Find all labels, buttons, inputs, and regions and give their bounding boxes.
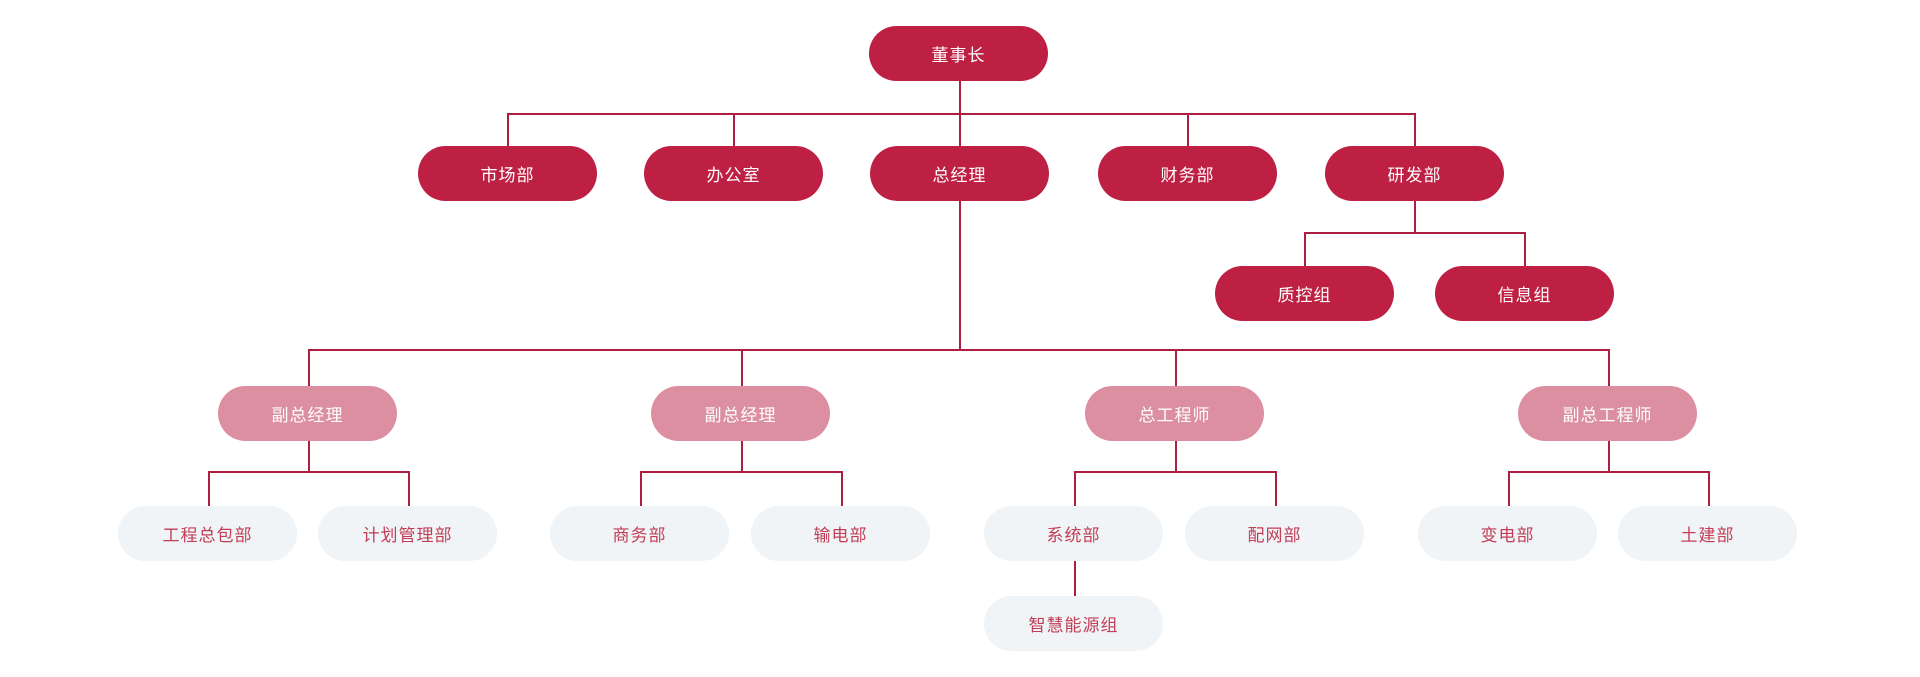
org-node-information-group[interactable]: 信息组: [1435, 266, 1614, 321]
connector-line: [1414, 113, 1416, 146]
org-node-chairman[interactable]: 董事长: [869, 26, 1048, 81]
connector-line: [308, 349, 1608, 351]
connector-line: [1304, 232, 1306, 266]
org-node-system-dept[interactable]: 系统部: [984, 506, 1163, 561]
connector-line: [1175, 349, 1177, 386]
connector-line: [1608, 349, 1610, 386]
connector-line: [308, 349, 310, 386]
connector-line: [1708, 471, 1710, 506]
connector-line: [208, 471, 210, 506]
org-node-business-dept[interactable]: 商务部: [550, 506, 729, 561]
org-node-smart-energy-group[interactable]: 智慧能源组: [984, 596, 1163, 651]
org-node-deputy-gm-1[interactable]: 副总经理: [218, 386, 397, 441]
connector-line: [1524, 232, 1526, 266]
connector-line: [1187, 113, 1189, 146]
connector-line: [741, 441, 743, 471]
connector-line: [1304, 232, 1524, 234]
org-node-distribution-dept[interactable]: 配网部: [1185, 506, 1364, 561]
connector-line: [959, 81, 961, 113]
org-node-deputy-chief-engineer[interactable]: 副总工程师: [1518, 386, 1697, 441]
connector-line: [733, 113, 735, 146]
connector-line: [507, 113, 1415, 115]
connector-line: [1608, 441, 1610, 471]
connector-line: [308, 441, 310, 471]
connector-line: [640, 471, 841, 473]
org-node-civil-dept[interactable]: 土建部: [1618, 506, 1797, 561]
connector-line: [959, 201, 961, 349]
connector-line: [1508, 471, 1708, 473]
org-node-transmission-dept[interactable]: 输电部: [751, 506, 930, 561]
connector-line: [1508, 471, 1510, 506]
connector-line: [1074, 471, 1076, 506]
connector-line: [507, 113, 509, 146]
org-node-quality-control-group[interactable]: 质控组: [1215, 266, 1394, 321]
connector-line: [1175, 441, 1177, 471]
connector-line: [841, 471, 843, 506]
org-node-office[interactable]: 办公室: [644, 146, 823, 201]
org-node-marketing-dept[interactable]: 市场部: [418, 146, 597, 201]
connector-line: [1414, 201, 1416, 232]
connector-line: [741, 349, 743, 386]
org-node-finance-dept[interactable]: 财务部: [1098, 146, 1277, 201]
connector-line: [408, 471, 410, 506]
connector-line: [1074, 471, 1275, 473]
connector-line: [208, 471, 408, 473]
org-node-general-manager[interactable]: 总经理: [870, 146, 1049, 201]
org-node-planning-dept[interactable]: 计划管理部: [318, 506, 497, 561]
org-node-epc-dept[interactable]: 工程总包部: [118, 506, 297, 561]
connector-line: [959, 113, 961, 146]
connector-line: [640, 471, 642, 506]
org-node-substation-dept[interactable]: 变电部: [1418, 506, 1597, 561]
org-node-rnd-dept[interactable]: 研发部: [1325, 146, 1504, 201]
connector-line: [1074, 561, 1076, 596]
org-node-chief-engineer[interactable]: 总工程师: [1085, 386, 1264, 441]
org-node-deputy-gm-2[interactable]: 副总经理: [651, 386, 830, 441]
connector-line: [1275, 471, 1277, 506]
